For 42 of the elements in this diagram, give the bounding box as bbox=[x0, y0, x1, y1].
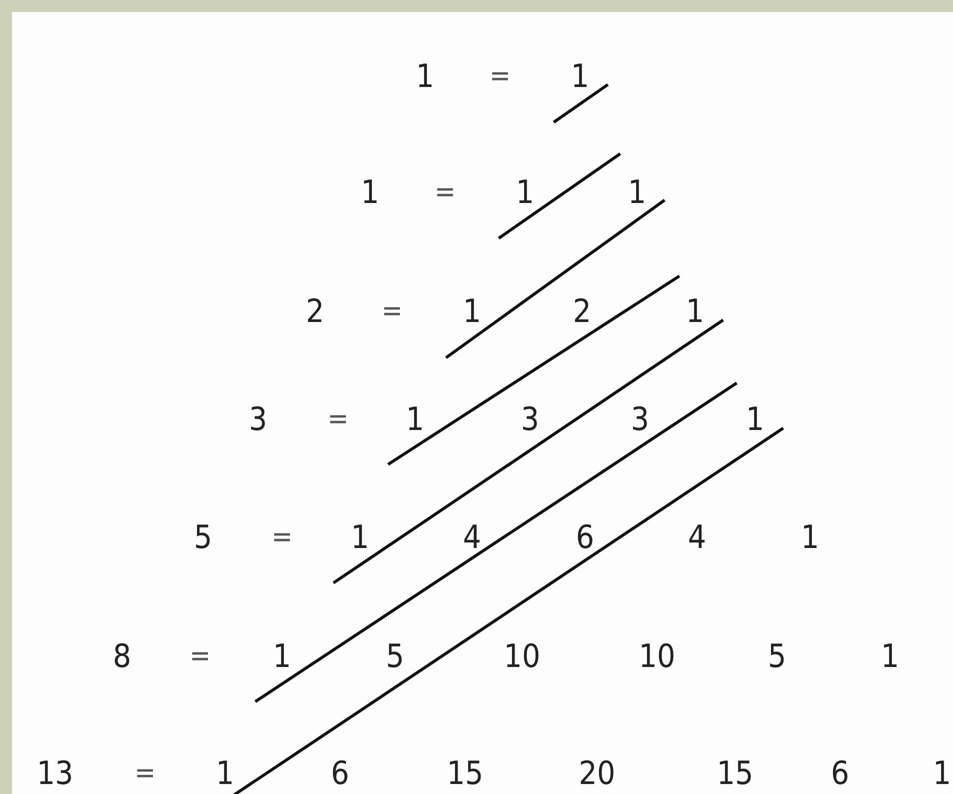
binomial-coefficient: 4 bbox=[462, 521, 482, 553]
binomial-coefficient: 1 bbox=[686, 295, 704, 327]
binomial-coefficient: 3 bbox=[520, 403, 540, 435]
fibonacci-number: 3 bbox=[248, 403, 268, 435]
binomial-coefficient: 1 bbox=[932, 757, 952, 789]
equals-sign: = bbox=[271, 523, 293, 551]
binomial-coefficient: 1 bbox=[570, 60, 590, 92]
binomial-coefficient: 1 bbox=[216, 757, 234, 789]
binomial-coefficient: 2 bbox=[572, 295, 592, 327]
fibonacci-number: 13 bbox=[36, 757, 74, 789]
equals-sign: = bbox=[134, 759, 156, 787]
equals-sign: = bbox=[434, 178, 456, 206]
binomial-coefficient: 3 bbox=[630, 403, 650, 435]
fibonacci-number: 5 bbox=[194, 521, 212, 553]
fibonacci-number: 2 bbox=[306, 295, 324, 327]
binomial-coefficient: 10 bbox=[504, 640, 540, 672]
binomial-coefficient: 1 bbox=[406, 403, 424, 435]
binomial-coefficient: 15 bbox=[716, 757, 754, 789]
equals-sign: = bbox=[489, 62, 511, 90]
fibonacci-number: 1 bbox=[360, 176, 380, 208]
equals-sign: = bbox=[189, 642, 211, 670]
binomial-coefficient: 1 bbox=[272, 640, 292, 672]
binomial-coefficient: 1 bbox=[880, 640, 900, 672]
binomial-coefficient: 10 bbox=[638, 640, 676, 672]
binomial-coefficient: 1 bbox=[800, 521, 820, 553]
binomial-coefficient: 1 bbox=[628, 176, 646, 208]
binomial-coefficient: 1 bbox=[516, 176, 534, 208]
binomial-coefficient: 5 bbox=[386, 640, 404, 672]
equals-sign: = bbox=[327, 405, 349, 433]
binomial-coefficient: 20 bbox=[578, 757, 616, 789]
binomial-coefficient: 5 bbox=[768, 640, 786, 672]
fibonacci-number: 8 bbox=[112, 640, 132, 672]
binomial-coefficient: 1 bbox=[350, 521, 370, 553]
binomial-coefficient: 15 bbox=[446, 757, 484, 789]
binomial-coefficient: 6 bbox=[330, 757, 350, 789]
fibonacci-number: 1 bbox=[416, 60, 434, 92]
binomial-coefficient: 4 bbox=[688, 521, 706, 553]
binomial-coefficient: 1 bbox=[746, 403, 764, 435]
equals-sign: = bbox=[381, 297, 403, 325]
binomial-coefficient: 1 bbox=[462, 295, 482, 327]
binomial-coefficient: 6 bbox=[576, 521, 594, 553]
binomial-coefficient: 6 bbox=[830, 757, 850, 789]
